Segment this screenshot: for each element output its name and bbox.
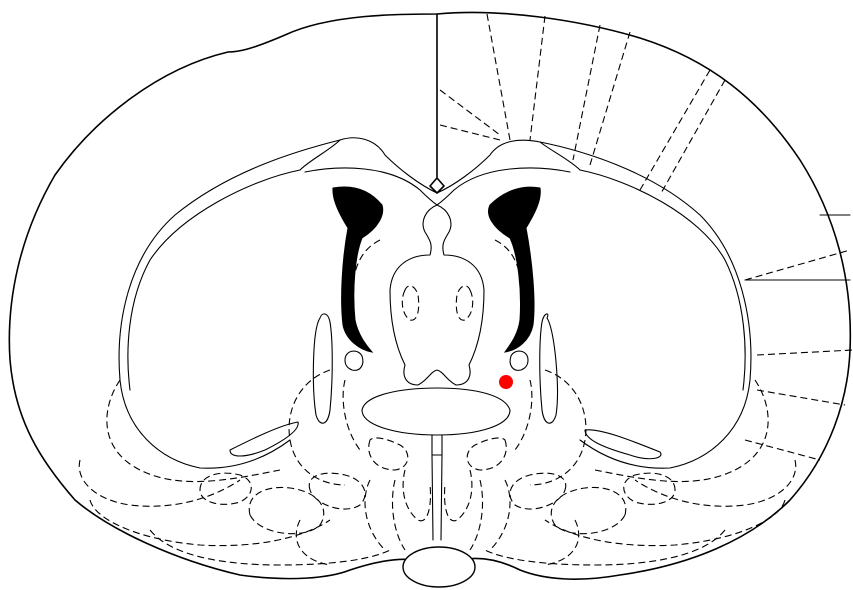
septal-dashed-band bbox=[352, 240, 522, 300]
septal-inner-right bbox=[456, 286, 472, 320]
midline-fissure bbox=[430, 14, 444, 193]
corpus-callosum-band-right bbox=[540, 142, 745, 390]
corpus-callosum-outer bbox=[119, 138, 437, 468]
lateral-structure-right bbox=[540, 314, 558, 423]
small-structure-right bbox=[510, 351, 528, 370]
small-structure-left bbox=[345, 351, 363, 370]
lateral-ventricle-right bbox=[489, 187, 541, 352]
red-marker-dot bbox=[499, 375, 513, 389]
septum bbox=[390, 205, 484, 385]
lateral-structure-left bbox=[313, 314, 332, 423]
bottom-ellipse bbox=[403, 547, 475, 587]
anterior-commissure bbox=[362, 388, 510, 435]
cortical-area-boundaries bbox=[440, 14, 853, 460]
internal-capsule-left bbox=[230, 422, 298, 456]
lateral-ventricle-left bbox=[333, 187, 383, 352]
internal-capsule-right bbox=[585, 430, 661, 459]
septal-inner-left bbox=[402, 286, 418, 320]
third-ventricle-stem bbox=[432, 435, 442, 540]
